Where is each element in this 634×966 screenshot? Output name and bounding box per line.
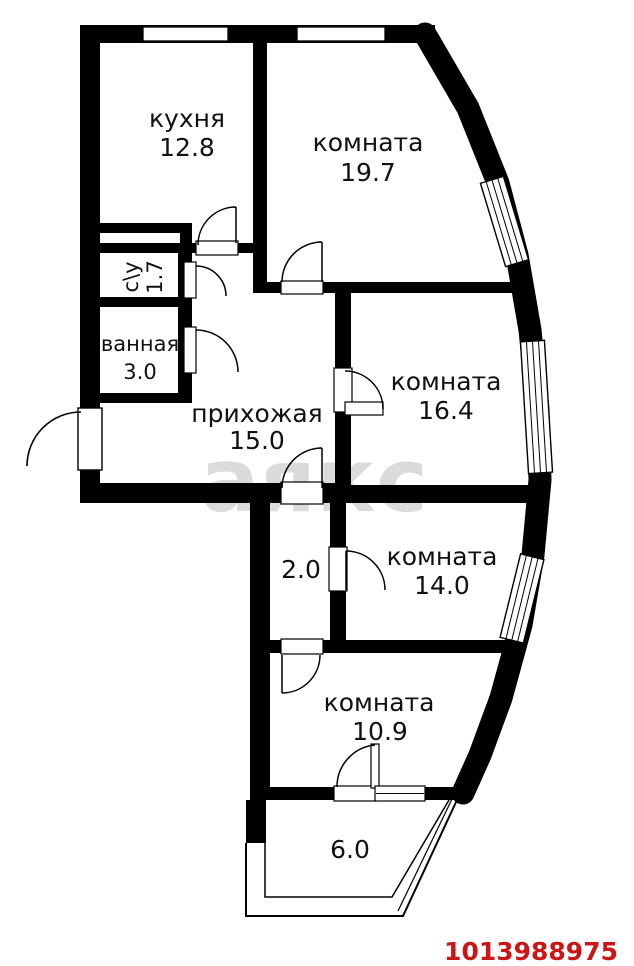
room-hallway-label: прихожая 15.0 [191, 399, 322, 455]
window-room-14-0 [499, 553, 545, 644]
listing-id: 1013988975 [444, 937, 618, 966]
door-room-14-0 [328, 546, 386, 592]
room-area: 15.0 [229, 426, 285, 455]
room-area: 3.0 [123, 360, 156, 384]
door-toilet [183, 261, 227, 299]
door-room-10-9 [280, 638, 324, 694]
room-toilet-label: с\у 1.7 [119, 260, 167, 293]
door-bathroom [183, 326, 239, 374]
balcony-outline [245, 798, 458, 917]
door-entrance [26, 407, 103, 471]
door-room-19-7 [280, 241, 324, 295]
room-area: 2.0 [281, 555, 321, 584]
room-area: 1.7 [143, 260, 167, 293]
window-room-19-7-top [296, 26, 386, 42]
room-kitchen-label: кухня 12.8 [149, 104, 225, 162]
room-area: 12.8 [159, 133, 215, 162]
room-14-0-label: комната 14.0 [387, 542, 498, 600]
door-room-16-4 [333, 367, 384, 416]
balcony-label: 6.0 [330, 835, 370, 864]
room-name: комната [387, 542, 498, 571]
window-room-19-7-curve [479, 175, 530, 268]
room-name: прихожая [191, 399, 322, 428]
room-name: комната [313, 128, 424, 157]
door-kitchen [195, 206, 239, 256]
window-room-16-4 [519, 339, 554, 475]
room-19-7-label: комната 19.7 [313, 128, 424, 187]
room-name: кухня [149, 104, 225, 133]
room-16-4-label: комната 16.4 [391, 367, 502, 425]
room-area: 16.4 [418, 396, 474, 425]
room-area: 14.0 [414, 571, 470, 600]
room-bathroom-label: ванная 3.0 [101, 332, 179, 384]
room-area: 6.0 [330, 835, 370, 864]
room-name: комната [324, 688, 435, 717]
room-area: 10.9 [352, 717, 408, 746]
corridor-label: 2.0 [281, 555, 321, 584]
window-kitchen [142, 26, 229, 42]
room-name: с\у [119, 261, 143, 292]
room-name: комната [391, 367, 502, 396]
room-10-9-label: комната 10.9 [324, 688, 435, 746]
window-balcony [374, 785, 426, 802]
watermark-text: аякс [200, 429, 428, 532]
room-name: ванная [101, 332, 179, 356]
door-hallway-corridor [280, 447, 324, 505]
room-area: 19.7 [340, 158, 396, 187]
